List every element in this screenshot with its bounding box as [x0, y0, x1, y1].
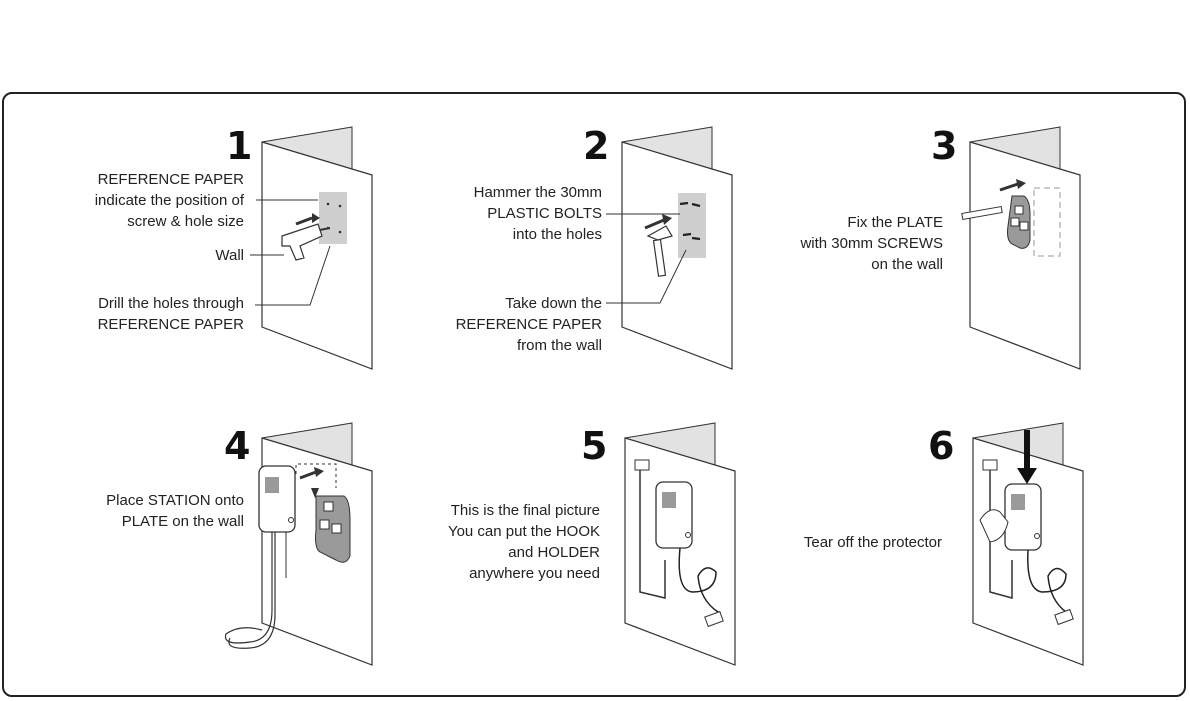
arrow-down-icon — [1017, 468, 1037, 484]
step-6-tear-label: Tear off the protector — [803, 534, 942, 551]
holder-shape — [634, 459, 650, 471]
cable-shape — [1027, 549, 1067, 613]
step-number: 6 — [928, 424, 955, 468]
step-5-illustration — [624, 422, 736, 666]
arrow-icon — [1016, 179, 1026, 189]
drill-icon — [281, 223, 331, 261]
arrow-icon — [314, 467, 324, 477]
screwdriver-icon — [961, 205, 1003, 221]
station-shape — [655, 481, 693, 549]
cable-shape — [224, 532, 273, 644]
step-number: 5 — [581, 424, 608, 468]
hammer-icon — [646, 225, 673, 277]
step-1-wall-label: Wall — [215, 247, 244, 264]
step-number: 1 — [226, 124, 253, 168]
step-3-illustration — [961, 126, 1081, 370]
instruction-panel-frame — [2, 92, 1186, 697]
step-6-illustration — [972, 422, 1084, 666]
plate-outline — [1033, 187, 1061, 257]
step-number: 4 — [224, 424, 251, 468]
hand-icon — [979, 509, 1009, 543]
connector-shape — [1054, 608, 1074, 626]
station-shape — [1004, 483, 1042, 551]
holder-shape — [982, 459, 998, 471]
step-number: 2 — [583, 124, 610, 168]
arrow-icon — [312, 213, 320, 223]
arrow-icon — [662, 214, 672, 225]
step-1-illustration — [250, 126, 373, 370]
arrow-down-icon — [311, 488, 319, 498]
step-number: 3 — [931, 124, 958, 168]
cable-shape — [678, 547, 719, 613]
connector-shape — [704, 610, 724, 628]
step-2-illustration — [606, 126, 733, 370]
step-4-illustration — [224, 422, 373, 666]
reference-paper-shape — [319, 192, 347, 244]
